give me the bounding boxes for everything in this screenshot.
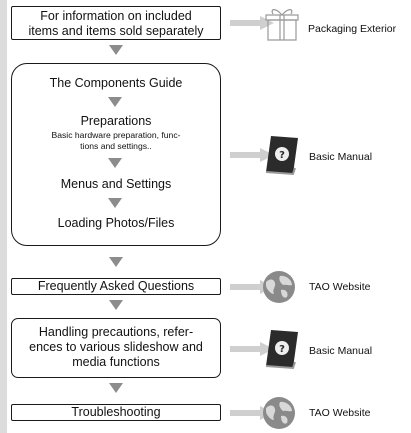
down-arrow-3	[109, 300, 123, 310]
down-arrow-cg-3	[108, 198, 122, 208]
svg-text:?: ?	[279, 150, 285, 161]
handling-line2: ences to various slideshow and	[29, 340, 203, 354]
left-margin-stripe	[0, 0, 7, 433]
loading-photos-label: Loading Photos/Files	[57, 216, 175, 230]
packaging-exterior-label: Packaging Exterior	[308, 23, 397, 35]
preparations-sub-line2: tions and settings..	[80, 141, 152, 151]
book-icon: ?	[265, 136, 298, 176]
faq-label: Frequently Asked Questions	[37, 279, 195, 293]
tao-website-label-2: TAO Website	[309, 407, 371, 419]
right-arrow-website-2	[230, 406, 274, 420]
globe-icon	[263, 271, 295, 303]
right-arrow-manual-1	[230, 148, 274, 162]
troubleshooting-box: Troubleshooting	[11, 404, 221, 421]
faq-box: Frequently Asked Questions	[11, 278, 221, 295]
tao-website-label-1: TAO Website	[309, 281, 371, 293]
down-arrow-cg-1	[108, 97, 122, 107]
preparations-sub-line1: Basic hardware preparation, func-	[51, 130, 181, 140]
basic-manual-label-1: Basic Manual	[309, 151, 373, 163]
handling-line1: Handling precautions, refer-	[38, 325, 194, 339]
preparations-title: Preparations	[80, 114, 152, 128]
svg-text:?: ?	[279, 344, 285, 355]
right-arrow-manual-2	[230, 342, 274, 356]
included-items-line1: For information on included	[40, 9, 192, 23]
included-items-box: For information on included items and it…	[11, 6, 221, 40]
gift-box-icon	[265, 9, 299, 41]
handling-box: Handling precautions, refer- ences to va…	[11, 318, 221, 378]
down-arrow-1	[109, 45, 123, 55]
components-guide-title: The Components Guide	[49, 76, 183, 90]
basic-manual-label-2: Basic Manual	[309, 345, 373, 357]
handling-line3: media functions	[72, 355, 160, 369]
included-items-line2: items and items sold separately	[28, 24, 204, 38]
down-arrow-4	[109, 383, 123, 393]
globe-icon	[263, 397, 295, 429]
menus-settings-label: Menus and Settings	[60, 177, 172, 191]
down-arrow-2	[109, 257, 123, 267]
right-arrow-website-1	[230, 280, 274, 294]
troubleshooting-label: Troubleshooting	[71, 405, 161, 419]
components-guide-box: The Components Guide Preparations Basic …	[11, 63, 221, 246]
right-arrow-packaging	[230, 16, 274, 30]
book-icon: ?	[265, 330, 298, 370]
down-arrow-cg-2	[108, 158, 122, 168]
